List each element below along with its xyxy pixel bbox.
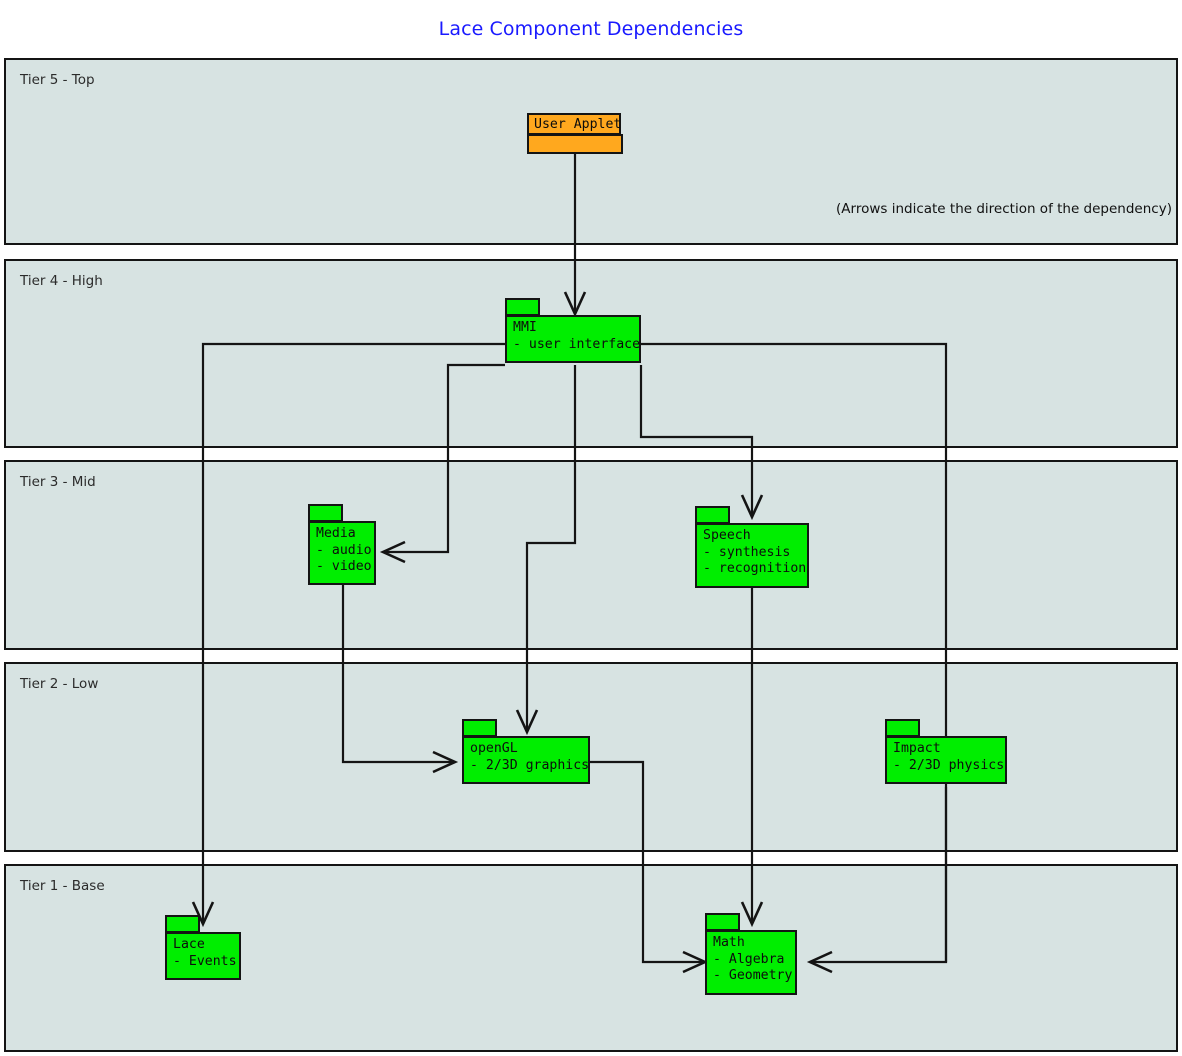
tier-label-high: Tier 4 - High [20, 273, 103, 289]
speech-body: Speech - synthesis - recognition [695, 523, 809, 588]
lace-name: Lace [173, 937, 205, 952]
opengl-tab [462, 719, 497, 737]
mmi-name: MMI [513, 320, 537, 335]
opengl-name: openGL [470, 741, 518, 756]
speech-name: Speech [703, 528, 751, 543]
impact-name: Impact [893, 741, 941, 756]
speech-item-0: - synthesis [703, 544, 791, 560]
opengl-item-0: - 2/3D graphics [470, 757, 590, 773]
media-body: Media - audio - video [308, 521, 376, 585]
media-name: Media [316, 526, 356, 541]
tier-label-mid: Tier 3 - Mid [20, 474, 96, 490]
arrow-direction-note: (Arrows indicate the direction of the de… [836, 201, 1172, 217]
page-title: Lace Component Dependencies [438, 18, 744, 40]
speech-tab [695, 506, 730, 524]
math-tab [705, 913, 740, 931]
math-name: Math [713, 935, 745, 950]
math-item-0: - Algebra [713, 951, 785, 967]
tier-panel-mid: Tier 3 - Mid [4, 460, 1178, 650]
impact-body: Impact - 2/3D physics [885, 736, 1007, 784]
math-body: Math - Algebra - Geometry [705, 930, 797, 995]
mmi-tab [505, 298, 540, 316]
media-item-0: - audio [316, 542, 372, 558]
tier-label-low: Tier 2 - Low [20, 676, 99, 692]
user-applet-body [527, 134, 623, 154]
math-item-1: - Geometry [713, 968, 793, 984]
lace-body: Lace - Events [165, 932, 241, 980]
tier-label-top: Tier 5 - Top [20, 72, 95, 88]
user-applet-name: User Applet [534, 117, 622, 132]
tier-label-base: Tier 1 - Base [20, 878, 105, 894]
speech-item-1: - recognition [703, 561, 807, 577]
opengl-body: openGL - 2/3D graphics [462, 736, 590, 784]
impact-tab [885, 719, 920, 737]
impact-item-0: - 2/3D physics [893, 757, 1005, 773]
mmi-item-0: - user interface [513, 336, 641, 352]
lace-tab [165, 915, 200, 933]
user-applet-title-box: User Applet [527, 113, 621, 135]
media-tab [308, 504, 343, 522]
mmi-body: MMI - user interface [505, 315, 641, 363]
lace-item-0: - Events [173, 953, 237, 969]
tier-panel-high: Tier 4 - High [4, 259, 1178, 448]
media-item-1: - video [316, 559, 372, 575]
